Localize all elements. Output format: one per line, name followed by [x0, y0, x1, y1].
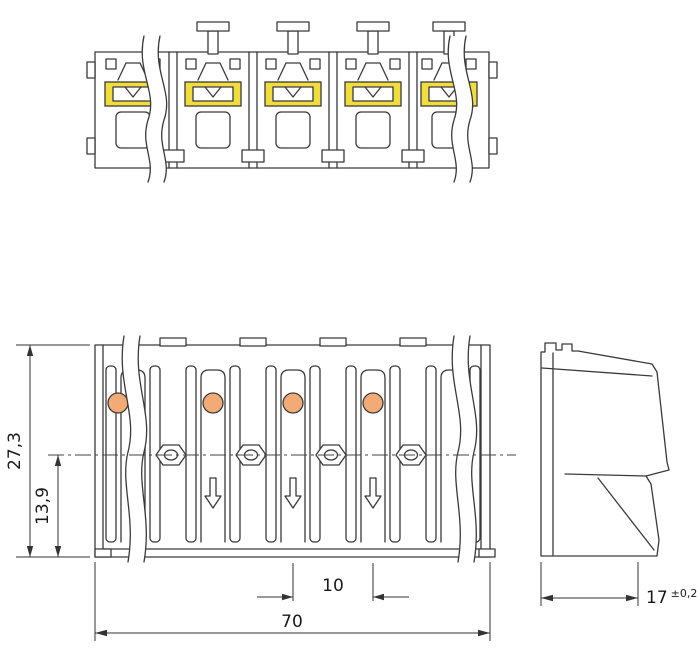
- body-step: [86, 61, 96, 79]
- dimension-height-centerline: 13,9: [33, 455, 62, 557]
- solder-pin: [432, 21, 466, 32]
- latch-tab: [399, 337, 427, 347]
- push-button: [282, 392, 304, 414]
- latch-tab: [319, 337, 347, 347]
- front-view: [48, 335, 516, 563]
- dim-label-17: 17±0,2: [646, 587, 697, 608]
- push-button: [202, 392, 224, 414]
- side-body-outline: [540, 342, 670, 557]
- clamp-cell: [264, 58, 322, 149]
- break-line-left: [121, 335, 148, 563]
- solder-pin: [367, 30, 379, 55]
- body-step: [86, 137, 96, 155]
- dim-label-17-tolerance: ±0,2: [671, 587, 697, 600]
- solder-pin: [196, 21, 230, 32]
- dimension-depth: 17±0,2: [540, 562, 697, 608]
- front-body-outline: [94, 344, 491, 558]
- dim-label-27-3: 27,3: [5, 432, 25, 470]
- side-view: [540, 342, 670, 557]
- latch-tab: [159, 337, 187, 347]
- clamp-cell: [184, 58, 242, 149]
- release-slot: [284, 477, 302, 509]
- clamp-cell: [344, 58, 402, 149]
- foot: [94, 548, 112, 558]
- lever-edge: [597, 477, 655, 551]
- dimension-pitch: 10: [257, 563, 409, 601]
- cell-dividers: [161, 51, 425, 169]
- foot: [478, 548, 496, 558]
- solder-pin: [207, 30, 219, 55]
- dimension-height-total: 27,3: [5, 344, 90, 558]
- latch-tab: [239, 337, 267, 347]
- push-button: [362, 392, 384, 414]
- push-button: [107, 392, 129, 414]
- solder-pin: [287, 30, 299, 55]
- release-slot: [204, 477, 222, 509]
- dim-label-13-9: 13,9: [33, 487, 53, 525]
- release-slot: [364, 477, 382, 509]
- body-step: [488, 137, 498, 155]
- dimension-width-total: 70: [94, 562, 491, 641]
- solder-pins: [196, 21, 466, 55]
- top-sectional-view: [86, 21, 498, 183]
- dim-label-10: 10: [322, 576, 344, 596]
- solder-pin: [356, 21, 390, 32]
- body-step: [488, 61, 498, 79]
- clamp-cell: [104, 58, 162, 149]
- break-line-right: [451, 335, 478, 563]
- solder-pin: [276, 21, 310, 32]
- break-line-right: [447, 35, 474, 183]
- break-line-left: [141, 35, 168, 183]
- dim-label-70: 70: [281, 612, 303, 632]
